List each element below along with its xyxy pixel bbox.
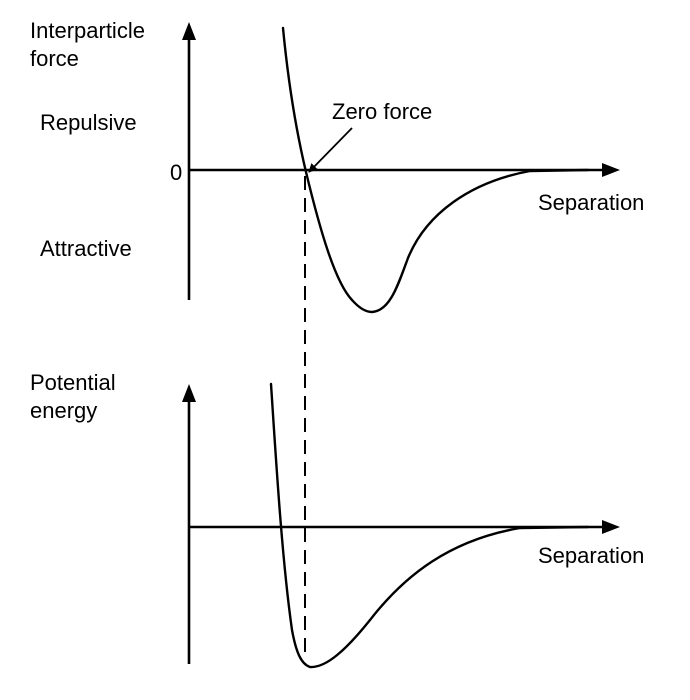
force-y-label-line1: Interparticle [30,18,145,43]
energy-y-axis-arrowhead [182,384,196,402]
zero-force-pointer [308,127,353,173]
force-y-axis-arrowhead [182,22,196,40]
energy-x-axis-arrowhead [602,520,620,534]
energy-graph: Potential energy Separation [30,370,644,669]
repulsive-label: Repulsive [40,110,137,135]
force-graph: Interparticle force Repulsive Attractive… [30,18,644,314]
attractive-label: Attractive [40,236,132,261]
energy-y-label-line2: energy [30,398,97,423]
energy-y-label-line1: Potential [30,370,116,395]
force-y-label-line2: force [30,46,79,71]
zero-force-annotation: Zero force [332,99,432,124]
zero-tick-label: 0 [170,160,182,185]
force-x-label: Separation [538,190,644,215]
force-x-axis-arrowhead [602,163,620,177]
energy-x-label: Separation [538,543,644,568]
force-curve [281,26,590,314]
energy-curve [269,382,590,669]
